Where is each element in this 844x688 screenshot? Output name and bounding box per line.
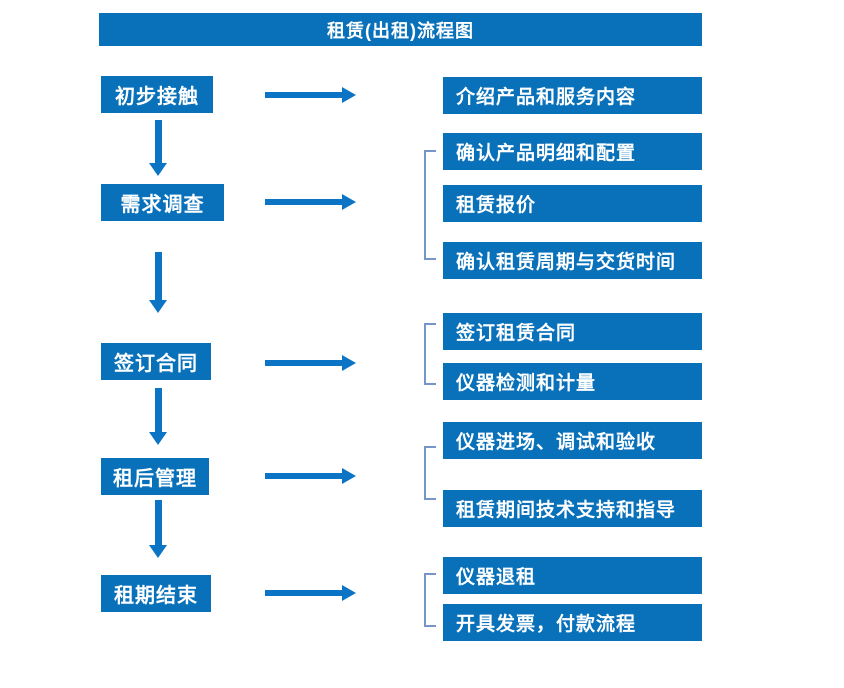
down-arrow-4: [149, 500, 167, 558]
right-arrow-head: [342, 194, 356, 210]
down-arrow-head: [149, 163, 167, 176]
output-box-invoice-payment: 开具发票，付款流程: [443, 604, 702, 641]
right-arrow-body: [265, 360, 342, 366]
step-box-rental-end: 租期结束: [101, 575, 211, 612]
bracket-group-5: [424, 573, 436, 627]
right-arrow-body: [265, 199, 342, 205]
down-arrow-body: [154, 252, 162, 300]
down-arrow-2: [149, 252, 167, 313]
down-arrow-body: [154, 120, 162, 163]
bracket-group-2: [424, 150, 436, 260]
output-box-intro-products: 介绍产品和服务内容: [443, 77, 702, 114]
down-arrow-head: [149, 300, 167, 313]
down-arrow-head: [149, 432, 167, 445]
right-arrow-body: [265, 473, 342, 479]
output-box-instrument-return: 仪器退租: [443, 557, 702, 594]
output-box-tech-support: 租赁期间技术支持和指导: [443, 490, 702, 527]
output-box-instrument-setup: 仪器进场、调试和验收: [443, 422, 702, 459]
down-arrow-1: [149, 120, 167, 176]
right-arrow-body: [265, 92, 342, 98]
output-box-sign-rental-contract: 签订租赁合同: [443, 313, 702, 350]
flowchart-title: 租赁(出租)流程图: [99, 13, 702, 46]
output-box-instrument-testing: 仪器检测和计量: [443, 363, 702, 400]
right-arrow-head: [342, 87, 356, 103]
output-box-confirm-details: 确认产品明细和配置: [443, 133, 702, 170]
down-arrow-head: [149, 545, 167, 558]
step-box-post-rental-management: 租后管理: [101, 458, 209, 495]
right-arrow-head: [342, 468, 356, 484]
step-box-sign-contract: 签订合同: [101, 343, 211, 380]
right-arrow-3: [265, 355, 356, 371]
right-arrow-4: [265, 468, 356, 484]
step-box-demand-survey: 需求调查: [101, 184, 224, 221]
step-box-initial-contact: 初步接触: [101, 76, 213, 113]
right-arrow-5: [265, 585, 356, 601]
bracket-group-4: [424, 446, 436, 500]
output-box-confirm-period: 确认租赁周期与交货时间: [443, 242, 702, 279]
bracket-group-3: [424, 323, 436, 385]
right-arrow-1: [265, 87, 356, 103]
down-arrow-3: [149, 388, 167, 445]
right-arrow-2: [265, 194, 356, 210]
right-arrow-head: [342, 355, 356, 371]
down-arrow-body: [154, 500, 162, 545]
right-arrow-body: [265, 590, 342, 596]
right-arrow-head: [342, 585, 356, 601]
output-box-rental-quote: 租赁报价: [443, 185, 702, 222]
down-arrow-body: [154, 388, 162, 432]
